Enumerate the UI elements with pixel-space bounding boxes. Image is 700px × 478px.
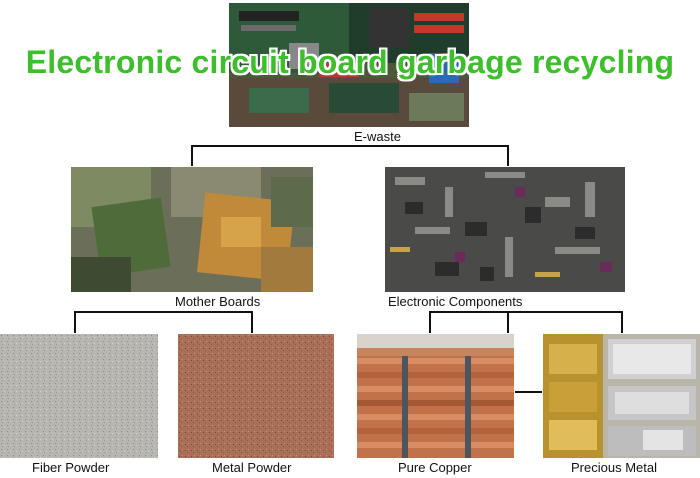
electronic-components-image — [385, 167, 625, 292]
node-label-mother-boards: Mother Boards — [175, 294, 260, 309]
node-label-ewaste: E-waste — [354, 129, 401, 144]
edge-motherboards-to-outputs — [75, 312, 252, 333]
node-label-electronic-components: Electronic Components — [388, 294, 522, 309]
node-label-fiber-powder: Fiber Powder — [32, 460, 109, 475]
edge-ewaste-to-categories — [192, 146, 508, 166]
fiber-powder-image — [0, 334, 158, 458]
node-label-metal-powder: Metal Powder — [212, 460, 291, 475]
edge-components-to-outputs — [430, 312, 622, 333]
page-title: Electronic circuit board garbage recycli… — [0, 44, 700, 81]
precious-metal-image — [543, 334, 700, 458]
node-label-pure-copper: Pure Copper — [398, 460, 472, 475]
metal-powder-image — [178, 334, 334, 458]
mother-boards-image — [71, 167, 313, 292]
pure-copper-image — [357, 334, 514, 458]
node-label-precious-metal: Precious Metal — [571, 460, 657, 475]
